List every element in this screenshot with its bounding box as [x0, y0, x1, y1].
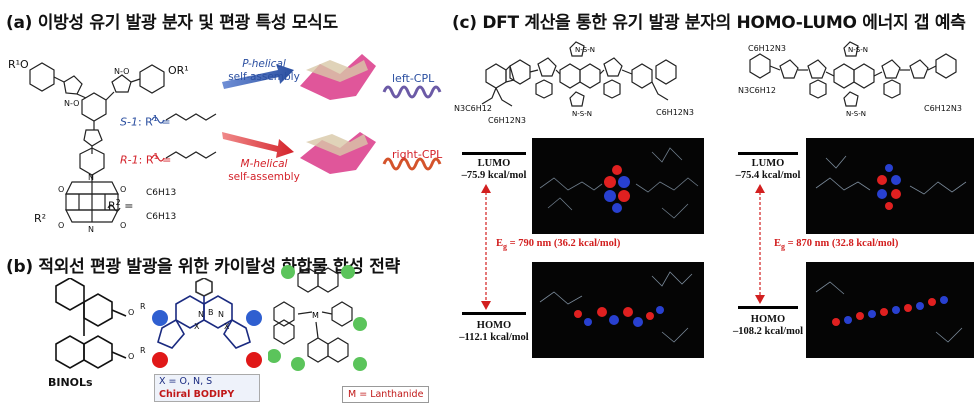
mol1-homo-level: [462, 312, 526, 315]
r1-eq: =: [158, 153, 172, 167]
mol2-homo-orbital: [806, 262, 974, 358]
s1-label-row: S-1: R1 =: [120, 114, 171, 129]
r2-label-row: R2 =: [108, 198, 133, 213]
s1-eq: =: [157, 115, 171, 129]
r2-eq: =: [120, 199, 134, 213]
mol2-sub-left: N3C6H12: [738, 86, 776, 95]
s1-sup: 1: [152, 114, 158, 123]
svg-text:N-S-N: N-S-N: [848, 46, 868, 54]
mol1-lumo-label: LUMO –75.9 kcal/mol: [452, 158, 536, 182]
mol2-eg-text: = 870 nm (32.8 kcal/mol): [785, 238, 899, 249]
bodipy-x-text: X = O, N, S: [159, 376, 213, 387]
p-assembly-text: self-assembly: [228, 71, 300, 83]
r2-sup: 2: [115, 198, 121, 207]
mol1-lumo-orbital: [532, 138, 704, 234]
svg-text:O: O: [58, 185, 64, 194]
bodipy-name-text: Chiral BODIPY: [159, 389, 235, 400]
svg-text:M: M: [312, 311, 319, 320]
p-helical-label: P-helical self-assembly: [224, 58, 304, 84]
mol1-lumo-text: LUMO: [477, 158, 511, 169]
svg-text:N: N: [88, 225, 94, 234]
mol1-sub-right: C6H12N3: [656, 108, 694, 117]
bodipy-n-left: N: [198, 310, 204, 319]
c6h13-top: C6H13: [146, 188, 177, 198]
svg-text:O: O: [120, 221, 126, 230]
r1-label: R-1: [120, 153, 139, 167]
mol1-homo-orbital: [532, 262, 704, 358]
mol1-lumo-value: –75.9 kcal/mol: [461, 170, 527, 181]
mol2-lumo-level: [738, 152, 798, 155]
bodipy-x-right: X: [224, 322, 230, 331]
svg-text:O: O: [58, 221, 64, 230]
mol2-lumo-text: LUMO: [751, 158, 785, 169]
c6h13-bottom: C6H13: [146, 212, 177, 222]
mol1-homo-label: HOMO –112.1 kcal/mol: [452, 320, 536, 344]
mol1-eg-text: = 790 nm (36.2 kcal/mol): [507, 238, 621, 249]
svg-text:N-O: N-O: [64, 99, 79, 108]
r1-r: : R: [138, 153, 154, 167]
lanthanide-text: M = Lanthanide: [342, 386, 430, 403]
mol1-homo-text: HOMO: [476, 320, 512, 331]
right-cpl-label: right-CPL: [392, 148, 443, 161]
mol2-homo-level: [738, 306, 798, 309]
mol2-sub-top-left: C6H12N3: [748, 44, 786, 53]
mol2-homo-label: HOMO –108.2 kcal/mol: [726, 314, 810, 338]
mol2-homo-value: –108.2 kcal/mol: [733, 326, 803, 337]
m-assembly-text: self-assembly: [228, 171, 300, 183]
mol2-eg-sub: g: [781, 242, 786, 252]
bodipy-legend-box: X = O, N, S Chiral BODIPY: [154, 374, 260, 402]
svg-text:N-S-N: N-S-N: [572, 110, 592, 118]
bodipy-n-right: N: [218, 310, 224, 319]
svg-text:N-S-N: N-S-N: [846, 110, 866, 118]
mol1-eg-sub: g: [503, 242, 508, 252]
m-helical-label: M-helical self-assembly: [224, 158, 304, 184]
mol1-eg-prefix: E: [496, 238, 504, 249]
binol-structure: [55, 278, 127, 369]
mol2-lumo-label: LUMO –75.4 kcal/mol: [726, 158, 810, 182]
svg-text:N-O: N-O: [114, 67, 129, 76]
bodipy-x-left: X: [194, 322, 200, 331]
mol2-lumo-orbital: [806, 138, 974, 234]
mol1-homo-value: –112.1 kcal/mol: [459, 332, 529, 343]
mol1-sub-left2: C6H12N3: [488, 116, 526, 125]
title-panel-c: (c) DFT 계산을 통한 유기 발광 분자의 HOMO-LUMO 에너지 갭…: [452, 13, 966, 33]
svg-text:O: O: [120, 185, 126, 194]
bodipy-structure: [152, 278, 262, 368]
mol1-lumo-level: [462, 152, 526, 155]
mol2-eg-label: Eg = 870 nm (32.8 kcal/mol): [774, 238, 898, 251]
mol2-eg-prefix: E: [774, 238, 782, 249]
binol-r-top: R: [140, 302, 146, 311]
binol-o-top: O: [128, 308, 135, 317]
mol2-homo-text: HOMO: [750, 314, 786, 325]
r1-label-row: R-1: R1 =: [120, 152, 171, 167]
mol1-sub-left1: N3C6H12: [454, 104, 492, 113]
atom-r2: R²: [34, 212, 47, 225]
binol-r-bottom: R: [140, 346, 146, 355]
molecule-2-structure: N-S-N N-S-N: [749, 41, 957, 118]
atom-or1-left: R¹O: [8, 58, 29, 71]
svg-text:N-S-N: N-S-N: [575, 46, 595, 54]
r2-label: R: [108, 199, 116, 213]
molecule-a-structure: N-O N-O O O O O N N: [29, 54, 442, 234]
m-helical-text: M-helical: [240, 158, 288, 170]
molecule-1-structure: N-S-N N-S-N: [481, 41, 677, 118]
mol2-gap-arrow: [755, 184, 765, 304]
mol2-lumo-value: –75.4 kcal/mol: [735, 170, 801, 181]
lanthanide-label: M = Lanthanide: [342, 386, 430, 403]
p-helical-text: P-helical: [242, 58, 286, 70]
binol-o-bottom: O: [128, 352, 135, 361]
mol1-eg-label: Eg = 790 nm (36.2 kcal/mol): [496, 238, 620, 251]
binols-label: BINOLs: [48, 376, 93, 389]
mol2-sub-right: C6H12N3: [924, 104, 962, 113]
title-panel-a: (a) 이방성 유기 발광 분자 및 편광 특성 모식도: [6, 13, 338, 33]
r1-sup: 1: [153, 152, 159, 161]
s1-label: S-1: [120, 115, 138, 129]
atom-or1-right: OR¹: [168, 64, 189, 77]
bodipy-b-atom: B: [208, 308, 214, 317]
left-cpl-label: left-CPL: [392, 72, 435, 85]
mol1-gap-arrow: [481, 184, 491, 310]
lanthanide-structure: M: [268, 265, 367, 371]
s1-r: : R: [137, 115, 153, 129]
svg-text:N: N: [88, 173, 94, 182]
